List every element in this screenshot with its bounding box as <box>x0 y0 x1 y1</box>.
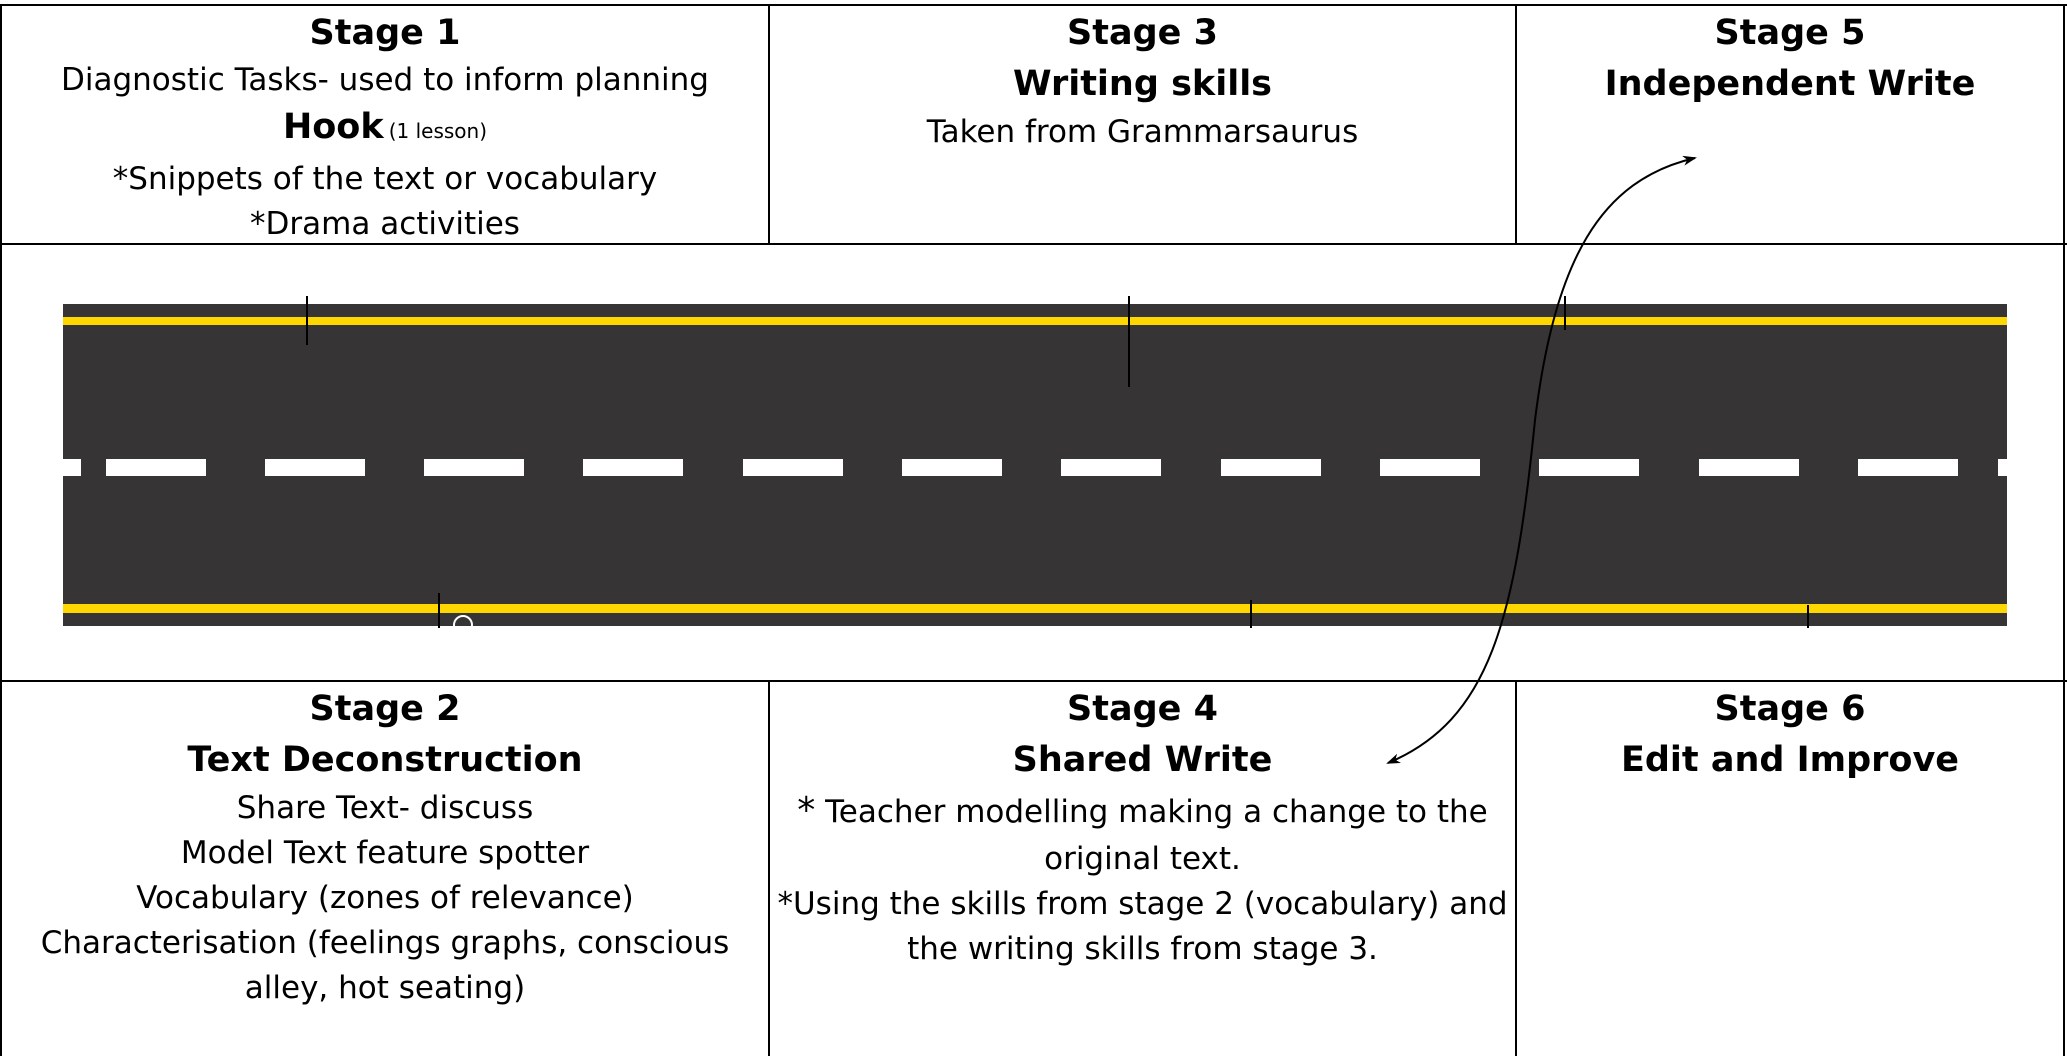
stage-1-bullet-snippets: *Snippets of the text or vocabulary <box>112 161 658 197</box>
stage-4-star: * <box>797 790 816 831</box>
stage-3-source-text: Taken from Grammarsaurus <box>926 114 1359 150</box>
lane-dash <box>424 459 524 476</box>
stage-2-line-share: Share Text- discuss <box>236 790 534 826</box>
lane-dash <box>583 459 683 476</box>
stage-3-subtitle: Writing skills <box>1012 64 1273 104</box>
stage-6-title: Stage 6 <box>1714 689 1866 729</box>
stage-2-line-characterisation: Characterisation (feelings graphs, consc… <box>40 925 730 961</box>
lane-dash <box>63 459 81 476</box>
road-marker-circle <box>453 615 473 635</box>
lane-dash <box>1221 459 1321 476</box>
stage-1-hook-label: Hook <box>282 107 384 147</box>
column-divider-bottom-1 <box>768 680 770 1056</box>
stage-2-cell: Stage 2 Text Deconstruction Share Text- … <box>2 684 768 1056</box>
lane-dash <box>1380 459 1480 476</box>
table-border-right <box>2063 4 2065 1056</box>
lane-dash <box>265 459 365 476</box>
column-divider-top-2 <box>1515 4 1517 244</box>
stage-4-cell: Stage 4 Shared Write * Teacher modelling… <box>770 684 1515 1056</box>
row-divider-top <box>0 243 2067 245</box>
stage-1-bullet-drama: *Drama activities <box>250 206 520 242</box>
lane-dash <box>1858 459 1958 476</box>
row-divider-bottom <box>0 680 2067 682</box>
table-border-top <box>0 4 2067 6</box>
stage-4-line-original: original text. <box>1044 841 1241 877</box>
stage-4-to-stage-5-arrow <box>1386 155 1697 764</box>
lane-dash <box>106 459 206 476</box>
stage-4-title: Stage 4 <box>1067 689 1218 729</box>
stage-4-modelling-text: Teacher modelling making a change to the <box>815 794 1488 830</box>
stage-2-line-model: Model Text feature spotter <box>180 835 590 871</box>
stage-2-subtitle: Text Deconstruction <box>187 740 583 780</box>
lane-dash <box>743 459 843 476</box>
stage-1-title: Stage 1 <box>309 13 461 53</box>
stage-1-hook-note: (1 lesson) <box>388 119 488 143</box>
lane-dash <box>1061 459 1161 476</box>
road-edge-line-top <box>63 317 2007 325</box>
stage-1-hook-row: Hook (1 lesson) <box>2 103 768 157</box>
lane-dash <box>1998 459 2007 476</box>
column-divider-bottom-2 <box>1515 680 1517 1056</box>
stage-4-line-writing-skills: the writing skills from stage 3. <box>907 931 1378 967</box>
stage-2-title: Stage 2 <box>309 689 461 729</box>
stage-5-title: Stage 5 <box>1714 13 1866 53</box>
road-edge-line-bottom <box>63 604 2007 613</box>
stage-3-title: Stage 3 <box>1067 13 1218 53</box>
stage-2-line-alley: alley, hot seating) <box>244 970 526 1006</box>
stage-5-cell: Stage 5 Independent Write <box>1517 8 2063 243</box>
stage-4-subtitle: Shared Write <box>1012 740 1273 780</box>
lane-dash <box>1539 459 1639 476</box>
table-border-left <box>0 4 2 1056</box>
stage-4-line-using-skills: *Using the skills from stage 2 (vocabula… <box>777 886 1508 922</box>
stage-1-diagnostic-text: Diagnostic Tasks- used to inform plannin… <box>61 62 709 98</box>
lane-dash <box>1699 459 1799 476</box>
stage-3-cell: Stage 3 Writing skills Taken from Gramma… <box>770 8 1515 243</box>
lane-dash <box>902 459 1002 476</box>
stage-4-line-modelling: * Teacher modelling making a change to t… <box>770 786 1515 837</box>
stage-5-subtitle: Independent Write <box>1604 64 1976 104</box>
stage-2-line-vocabulary: Vocabulary (zones of relevance) <box>136 880 634 916</box>
column-divider-top-1 <box>768 4 770 244</box>
stage-1-cell: Stage 1 Diagnostic Tasks- used to inform… <box>2 8 768 243</box>
stage-6-cell: Stage 6 Edit and Improve <box>1517 684 2063 1056</box>
